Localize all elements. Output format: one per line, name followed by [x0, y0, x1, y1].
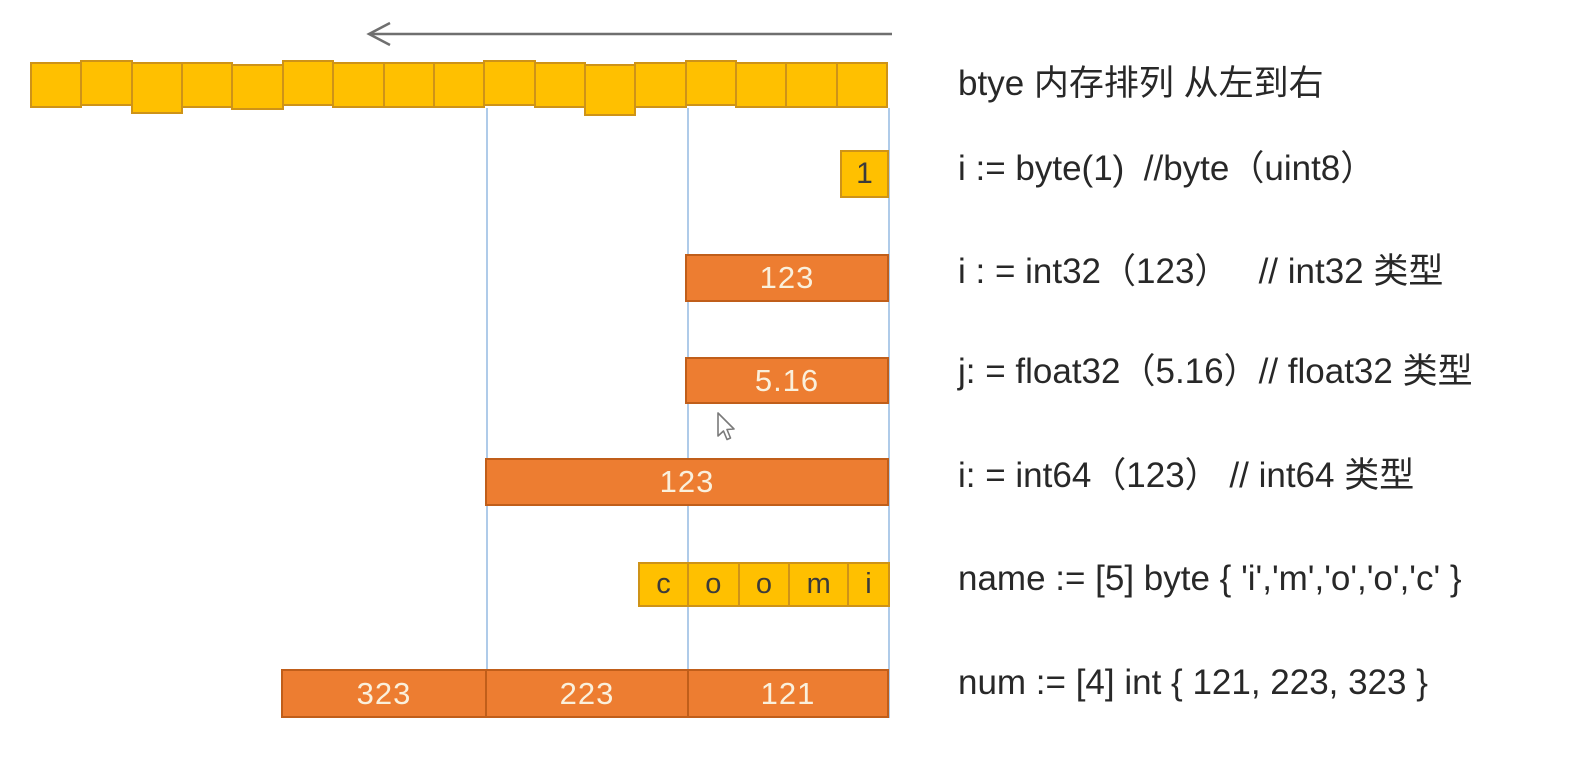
name-cell: i	[847, 562, 890, 607]
annotation-float32: j: = float32（5.16）// float32 类型	[958, 352, 1473, 391]
byte-cell	[835, 62, 889, 108]
byte-value-cell: 1	[840, 150, 889, 198]
byte-cell	[432, 62, 486, 108]
byte-cell	[684, 60, 738, 106]
byte-cell	[735, 62, 788, 108]
guide-line-middle	[687, 108, 689, 718]
int64-value-text: 123	[659, 464, 715, 499]
byte-value-text: 1	[856, 157, 873, 190]
annotation-name-array: name := [5] byte { 'i','m','o','o','c' }	[958, 559, 1462, 598]
byte-cell	[634, 62, 687, 108]
num-value: 323	[356, 675, 412, 711]
byte-cell	[533, 62, 586, 108]
byte-cell	[583, 64, 637, 116]
num-segment: 323	[281, 669, 487, 718]
byte-cell	[281, 60, 335, 106]
int32-value-text: 123	[759, 260, 815, 295]
name-cell: c	[638, 562, 690, 607]
byte-cell	[332, 62, 385, 108]
annotation-title: btye 内存排列 从左到右	[958, 64, 1324, 103]
name-array-row: c o o m i	[638, 562, 890, 607]
annotation-num-array: num := [4] int { 121, 223, 323 }	[958, 663, 1428, 702]
byte-cell	[483, 60, 536, 106]
annotation-int64: i: = int64（123） // int64 类型	[958, 456, 1415, 495]
byte-cell	[785, 62, 838, 108]
byte-cell	[30, 62, 83, 108]
name-letter: o	[705, 568, 722, 600]
name-letter: m	[806, 568, 831, 600]
byte-cell	[382, 62, 435, 108]
float32-bar: 5.16	[685, 357, 889, 404]
num-array-row: 323 223 121	[281, 669, 889, 718]
num-value: 121	[760, 675, 816, 711]
byte-cell	[231, 64, 284, 110]
name-cell: o	[737, 562, 791, 607]
annotation-byte: i := byte(1) //byte（uint8）	[958, 149, 1376, 188]
name-letter: o	[755, 568, 773, 600]
num-segment: 223	[485, 669, 689, 718]
num-segment: 121	[687, 669, 889, 718]
byte-cell	[181, 62, 234, 108]
float32-value-text: 5.16	[754, 362, 820, 398]
num-value: 223	[559, 675, 615, 711]
byte-row	[30, 60, 889, 116]
name-cell: o	[687, 562, 740, 607]
guide-line-right	[888, 108, 890, 718]
int64-bar: 123	[485, 458, 889, 506]
byte-cell	[130, 62, 184, 114]
byte-cell	[80, 60, 133, 106]
annotation-int32: i : = int32（123） // int32 类型	[958, 252, 1444, 291]
name-cell: m	[788, 562, 850, 607]
name-letter: c	[656, 568, 671, 600]
left-arrow-icon	[366, 21, 892, 47]
mouse-cursor-icon	[717, 412, 735, 441]
int32-bar: 123	[685, 254, 889, 302]
name-letter: i	[865, 568, 872, 600]
guide-line-left	[486, 108, 488, 718]
